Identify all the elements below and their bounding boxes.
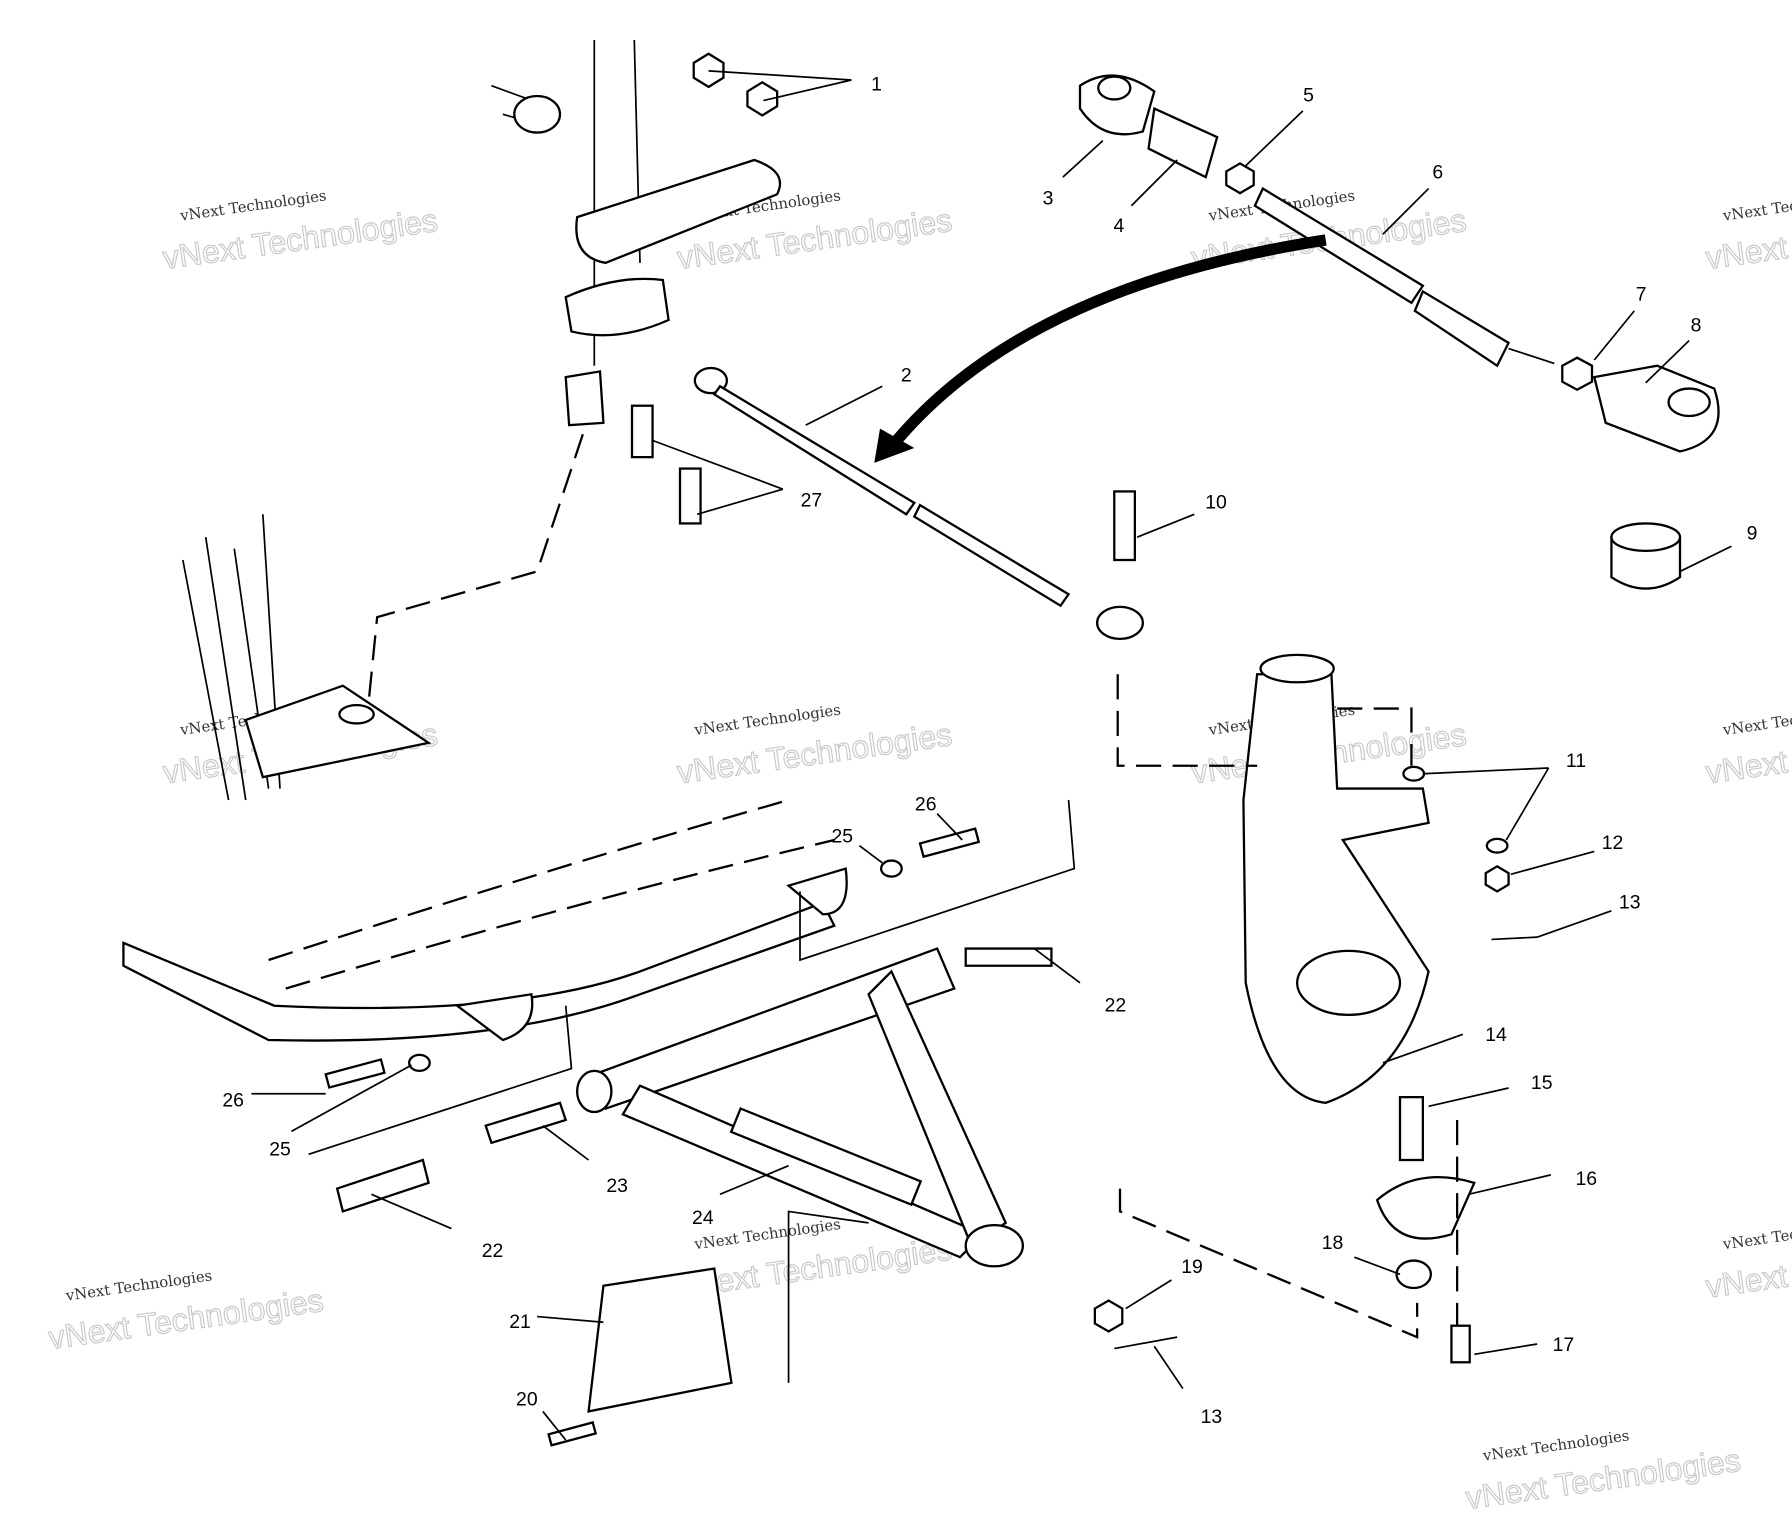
leader-line-11 — [1505, 767, 1550, 841]
callout-label-2: 2 — [901, 365, 912, 387]
callout-label-9: 9 — [1747, 522, 1758, 544]
leader-line-4 — [1130, 159, 1178, 207]
callout-label-13b: 13 — [1201, 1406, 1223, 1428]
leader-line-13b — [1153, 1345, 1184, 1390]
callout-label-25b: 25 — [269, 1138, 291, 1160]
callout-label-23: 23 — [606, 1175, 628, 1197]
bushing-9 — [1610, 522, 1682, 590]
leader-line-21 — [537, 1315, 604, 1324]
callout-label-14: 14 — [1485, 1024, 1507, 1046]
leader-line-13a — [1536, 910, 1612, 938]
leader-line-3 — [1062, 139, 1104, 178]
leader-line-12 — [1510, 850, 1595, 876]
callout-labels: 1234567891011121313141516171819202122222… — [222, 73, 1757, 1428]
callout-label-17: 17 — [1553, 1334, 1575, 1356]
callout-label-26b: 26 — [222, 1089, 244, 1111]
callout-label-11: 11 — [1566, 750, 1586, 772]
callout-label-12: 12 — [1602, 832, 1624, 854]
leader-line-26a — [936, 813, 963, 841]
leader-line-15 — [1428, 1087, 1509, 1108]
leader-line-20 — [542, 1410, 567, 1441]
callout-label-25a: 25 — [831, 825, 853, 847]
callout-label-1: 1 — [871, 73, 882, 95]
leader-line-14 — [1382, 1033, 1464, 1064]
callout-label-27: 27 — [801, 489, 823, 511]
callout-label-19: 19 — [1181, 1256, 1203, 1278]
callout-label-4: 4 — [1113, 215, 1124, 237]
watermark-line1: vNext Technologies — [1721, 701, 1792, 739]
leader-line-7 — [1593, 310, 1635, 361]
leader-line-19 — [1125, 1279, 1172, 1310]
leader-line-9 — [1679, 545, 1732, 573]
leader-line-8 — [1645, 339, 1690, 384]
steering-column — [182, 39, 782, 801]
upper-nuts — [692, 52, 779, 117]
leader-line-17 — [1474, 1343, 1538, 1356]
leader-line-16 — [1468, 1174, 1552, 1196]
frame — [122, 798, 1076, 1156]
leader-line-5 — [1245, 110, 1304, 167]
callout-label-10: 10 — [1205, 492, 1227, 514]
leader-line-27 — [696, 488, 784, 516]
leader-line-25b — [291, 1064, 412, 1133]
callout-label-8: 8 — [1691, 314, 1702, 336]
leader-line-18 — [1353, 1256, 1401, 1276]
callout-label-16: 16 — [1575, 1168, 1597, 1190]
callout-label-22a: 22 — [1105, 994, 1127, 1016]
callout-label-21: 21 — [509, 1311, 531, 1333]
spindle — [1116, 653, 1430, 1105]
tie-rod-assembly — [1078, 74, 1720, 453]
callout-label-24: 24 — [692, 1207, 714, 1229]
leader-line-1 — [763, 79, 852, 102]
leader-lines — [251, 70, 1732, 1441]
leader-line-25a — [858, 845, 883, 864]
callout-label-15: 15 — [1531, 1072, 1553, 1094]
bolts-27 — [630, 404, 1136, 562]
curved-arrow — [874, 234, 1327, 463]
leader-line-11 — [1422, 767, 1549, 775]
leader-line-1 — [708, 70, 852, 81]
leader-line-27 — [651, 439, 784, 490]
leader-line-10 — [1136, 513, 1195, 538]
callout-label-13a: 13 — [1619, 892, 1641, 914]
leader-line-2 — [805, 385, 883, 426]
callout-label-18: 18 — [1322, 1232, 1344, 1254]
small-parts — [324, 765, 1538, 1447]
a-arm — [335, 947, 1053, 1268]
callout-label-26a: 26 — [915, 793, 937, 815]
watermark-line1: vNext Technologies — [1721, 186, 1792, 224]
leader-line-22a — [1033, 947, 1081, 984]
tie-rod-2 — [693, 366, 1144, 640]
callout-label-22b: 22 — [482, 1240, 504, 1262]
leader-line-23 — [542, 1125, 590, 1161]
callout-label-20: 20 — [516, 1389, 538, 1411]
callout-label-3: 3 — [1043, 188, 1054, 210]
callout-label-5: 5 — [1303, 85, 1314, 107]
leader-line-6 — [1382, 187, 1430, 235]
leader-line-22b — [371, 1193, 452, 1230]
watermark-line1: vNext Technologies — [1721, 1215, 1792, 1253]
callout-label-7: 7 — [1636, 284, 1647, 306]
callout-label-6: 6 — [1432, 161, 1443, 183]
leader-line-24 — [719, 1164, 789, 1196]
